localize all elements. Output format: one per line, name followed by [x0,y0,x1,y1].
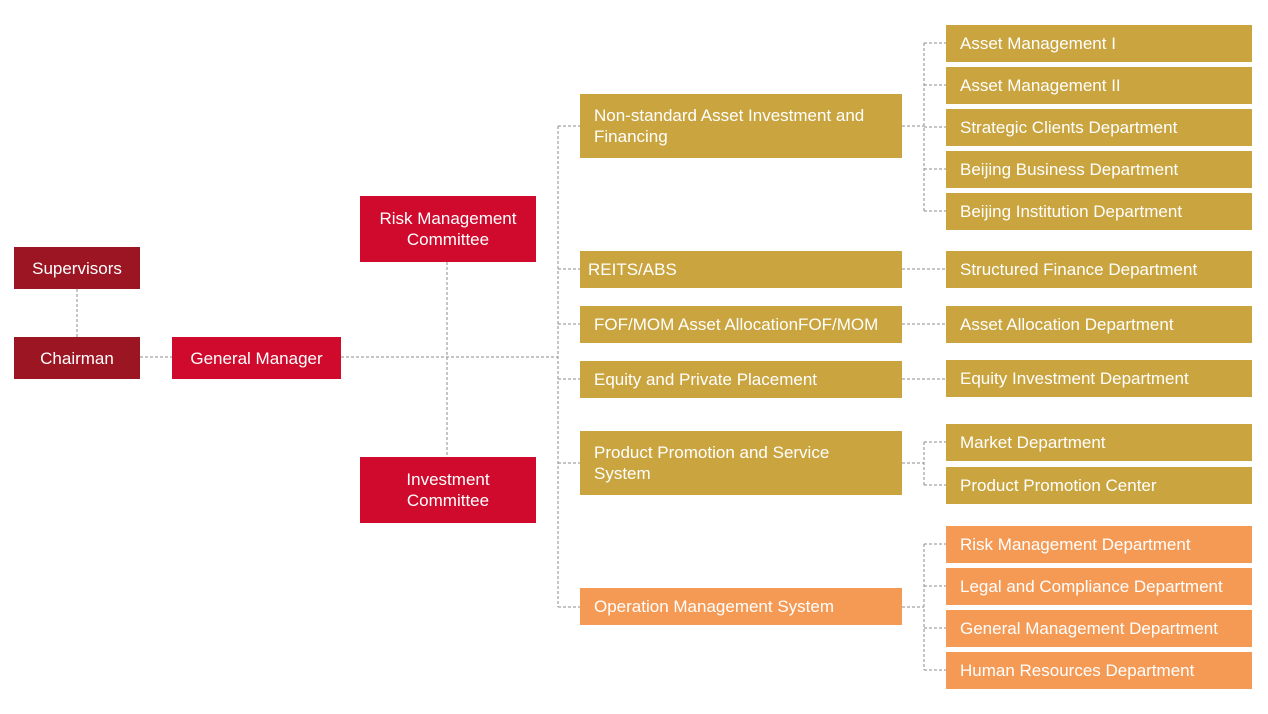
division-operation-management: Operation Management System [580,588,902,625]
division-label: REITS/ABS [588,260,677,279]
division-equity-private-placement: Equity and Private Placement [580,361,902,398]
department-label: Strategic Clients Department [960,118,1178,137]
general-manager-box: General Manager [172,337,341,379]
department-box: Asset Management II [946,67,1252,104]
investment-committee-box: Investment Committee [360,457,536,523]
department-box: Strategic Clients Department [946,109,1252,146]
department-label: Structured Finance Department [960,260,1198,279]
department-box: Legal and Compliance Department [946,568,1252,605]
risk-management-committee-box: Risk Management Committee [360,196,536,262]
department-label: Asset Allocation Department [960,315,1174,334]
department-label: Human Resources Department [960,661,1195,680]
department-label: Asset Management I [960,34,1116,53]
division-label: Operation Management System [594,597,835,616]
division-label: Product Promotion and Service System [594,443,830,483]
division-product-promotion: Product Promotion and Service System [580,431,902,495]
department-label: Beijing Institution Department [960,202,1183,221]
chairman-label: Chairman [40,348,114,368]
department-box: Beijing Business Department [946,151,1252,188]
department-label: Equity Investment Department [960,369,1189,388]
department-box: Human Resources Department [946,652,1252,689]
department-box: Product Promotion Center [946,467,1252,504]
division-reits-abs: REITS/ABS [580,251,902,288]
investment-committee-label: Investment Committee [406,470,490,510]
department-label: Legal and Compliance Department [960,577,1223,596]
department-label: Risk Management Department [960,535,1191,554]
department-box: Asset Allocation Department [946,306,1252,343]
division-label: Equity and Private Placement [594,370,818,389]
general-manager-label: General Manager [190,348,323,368]
chairman-box: Chairman [14,337,140,379]
supervisors-label: Supervisors [32,258,122,278]
department-box: Asset Management I [946,25,1252,62]
department-label: Asset Management II [960,76,1121,95]
department-label: General Management Department [960,619,1218,638]
department-box: Market Department [946,424,1252,461]
department-box: Beijing Institution Department [946,193,1252,230]
division-label: Non-standard Asset Investment and Financ… [594,106,865,146]
department-box: Equity Investment Department [946,360,1252,397]
department-box: Risk Management Department [946,526,1252,563]
department-label: Beijing Business Department [960,160,1179,179]
department-box: General Management Department [946,610,1252,647]
division-label: FOF/MOM Asset AllocationFOF/MOM [594,315,879,334]
supervisors-box: Supervisors [14,247,140,289]
risk-management-committee-label: Risk Management Committee [379,209,517,249]
division-fof-mom: FOF/MOM Asset AllocationFOF/MOM [580,306,902,343]
department-label: Market Department [960,433,1106,452]
department-box: Structured Finance Department [946,251,1252,288]
department-label: Product Promotion Center [960,476,1157,495]
division-non-standard-asset: Non-standard Asset Investment and Financ… [580,94,902,158]
